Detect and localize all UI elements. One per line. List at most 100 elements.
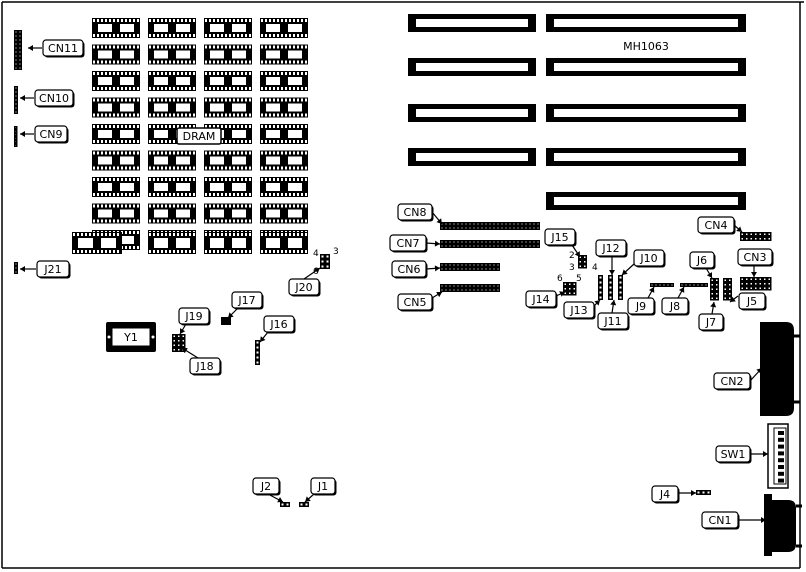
sw1-switch-block	[767, 423, 789, 489]
j1-callout: J1	[304, 477, 337, 503]
j21-callout: J21	[20, 260, 71, 279]
dram-chip	[92, 150, 140, 171]
dram-chip	[148, 18, 196, 38]
dram-chip	[260, 44, 308, 65]
dram-chip	[92, 97, 140, 118]
components-layer	[14, 30, 772, 507]
j14-header	[563, 282, 577, 296]
svg-text:2: 2	[569, 251, 575, 261]
j8-label: J8	[669, 300, 680, 313]
j2-callout: J2	[252, 477, 284, 503]
isa-slot	[546, 58, 746, 76]
cn2-db25-connector	[760, 322, 800, 416]
j15-header	[578, 255, 587, 269]
cn5-connector	[440, 284, 500, 292]
cn7-connector	[440, 240, 540, 248]
dram-chip	[260, 97, 308, 118]
dram-chip	[148, 97, 196, 118]
cn5-callout: CN5	[397, 291, 443, 312]
dram-chip	[204, 150, 252, 171]
dram-chip	[148, 177, 196, 197]
isa-slot	[546, 148, 746, 166]
isa-slot	[546, 192, 746, 210]
cn11-label: CN11	[48, 42, 78, 55]
dram-chip	[148, 150, 196, 171]
j6-j7-header	[710, 278, 719, 301]
dram-chip	[92, 18, 140, 38]
dram-chip	[72, 232, 122, 254]
j8-callout: J8	[661, 286, 690, 316]
j11-label: J11	[603, 315, 621, 328]
jumper-block-2	[608, 275, 613, 300]
j15-callout: J15	[544, 228, 581, 258]
dram-chip	[92, 177, 140, 197]
j4-label: J4	[659, 488, 670, 501]
cn10-callout: CN10	[20, 89, 75, 108]
j9-header	[650, 283, 674, 287]
j6-callout: J6	[689, 251, 716, 279]
j18-label: J18	[195, 360, 213, 373]
dram-chip	[260, 177, 308, 197]
j14-label: J14	[531, 293, 549, 306]
y1-crystal: Y1	[106, 322, 156, 352]
cn8-connector	[440, 222, 540, 230]
sw1-callout: SW1	[715, 445, 768, 464]
j1-label: J1	[317, 480, 328, 493]
cn6-callout: CN6	[391, 260, 441, 279]
j18-j19-header	[172, 334, 186, 352]
dram-chip	[148, 232, 196, 254]
j13-label: J13	[569, 304, 587, 317]
j2-label: J2	[260, 480, 271, 493]
dram-chip	[260, 232, 308, 254]
j19-label: J19	[184, 310, 202, 323]
dram-module-grid	[72, 18, 308, 254]
cn8-callout: CN8	[397, 203, 443, 225]
j12-callout: J12	[595, 239, 628, 275]
dram-chip	[204, 97, 252, 118]
cn2-label: CN2	[721, 375, 744, 388]
isa-slot	[546, 104, 746, 122]
dram-chip	[260, 203, 308, 224]
cn6-connector	[440, 263, 500, 271]
dram-chip	[260, 18, 308, 38]
board-model-label: MH1063	[623, 40, 669, 53]
isa-slot	[408, 104, 536, 122]
dram-chip	[92, 71, 140, 91]
dram-chip	[204, 44, 252, 65]
cn7-label: CN7	[397, 237, 420, 250]
j7-callout: J7	[698, 301, 725, 332]
svg-text:Y1: Y1	[123, 331, 138, 344]
j6-label: J6	[696, 254, 707, 267]
dram-chip	[148, 44, 196, 65]
j5-label: J5	[746, 295, 757, 308]
dram-chip	[204, 203, 252, 224]
isa-slot	[408, 148, 536, 166]
j17-callout: J17	[227, 291, 264, 319]
j4-header	[696, 490, 711, 495]
j8-header	[680, 283, 708, 287]
j20-label: J20	[294, 281, 312, 294]
cn1-label: CN1	[709, 514, 732, 527]
dram-chip	[204, 232, 252, 254]
cn1-callout: CN1	[701, 511, 766, 530]
j15-label: J15	[550, 231, 568, 244]
j13-callout: J13	[563, 299, 601, 320]
j1-jumper	[299, 502, 309, 507]
svg-text:3: 3	[569, 263, 575, 273]
dram-chip	[148, 71, 196, 91]
cn4-connector	[740, 232, 772, 241]
jumper-block-1	[598, 275, 603, 300]
j17-jumper	[221, 317, 231, 325]
svg-text:DRAM: DRAM	[183, 130, 216, 143]
j12-label: J12	[601, 242, 619, 255]
j16-header	[255, 340, 260, 365]
dram-chip	[92, 124, 140, 144]
dram-chip	[204, 177, 252, 197]
j19-callout: J19	[178, 307, 211, 335]
isa-slot	[408, 58, 536, 76]
svg-text:6: 6	[313, 267, 319, 277]
svg-text:4: 4	[592, 263, 598, 273]
